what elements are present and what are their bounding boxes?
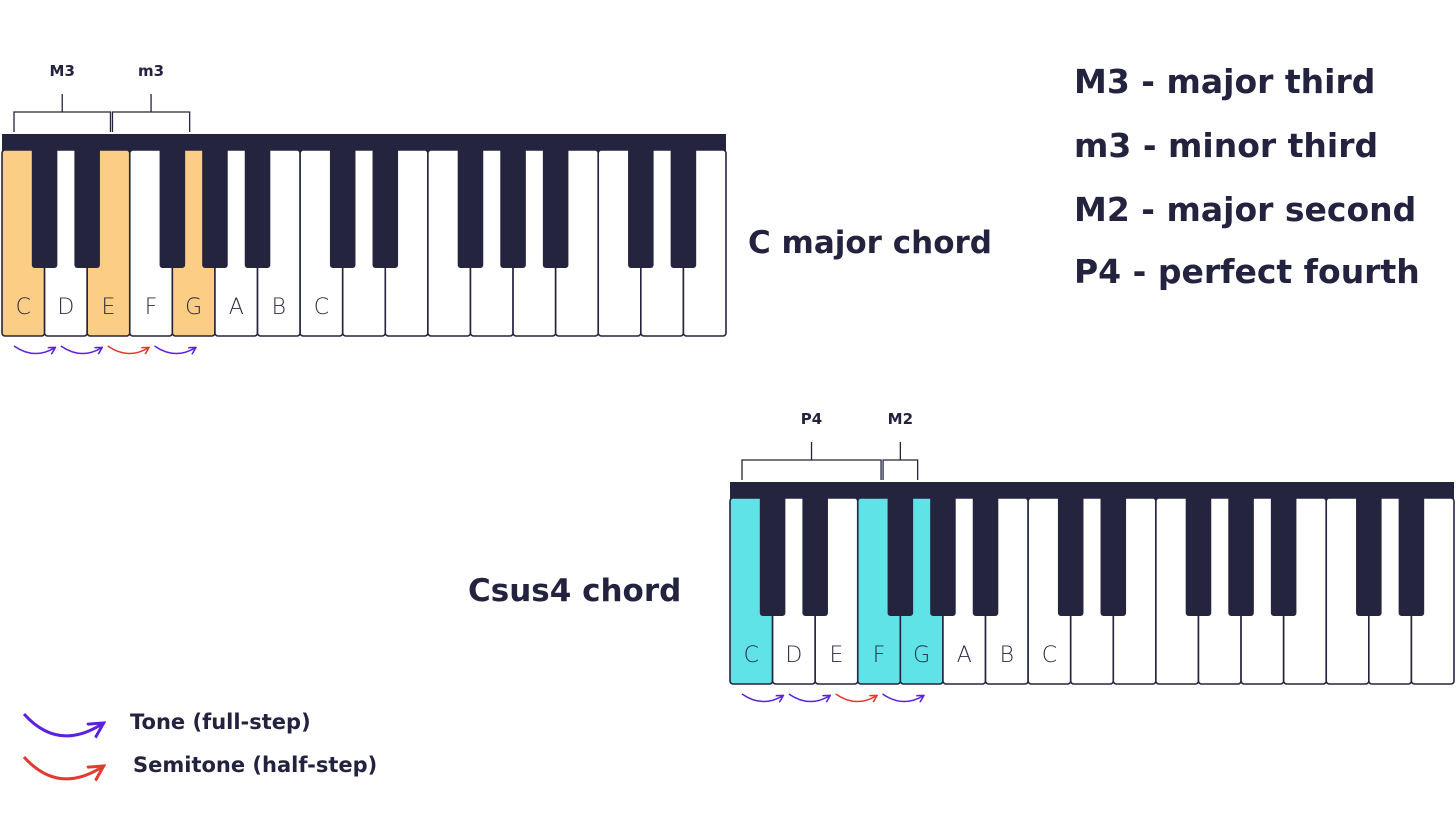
legend-entry-p4-perfect: P4 - perfect fourth xyxy=(1074,252,1420,291)
legend-entry-m3-minor: m3 - minor third xyxy=(1074,126,1378,165)
black-key[interactable] xyxy=(457,148,484,268)
note-label: A xyxy=(957,643,972,668)
black-key[interactable] xyxy=(628,148,654,268)
note-label: A xyxy=(229,295,244,320)
semitone-arrow-icon xyxy=(835,693,876,702)
csus4-chord-title: Csus4 chord xyxy=(468,573,681,609)
black-key[interactable] xyxy=(1270,496,1297,616)
note-label: C xyxy=(314,295,329,320)
black-key[interactable] xyxy=(202,148,228,268)
note-label: F xyxy=(145,295,158,320)
note-label: C xyxy=(1042,643,1057,668)
black-key[interactable] xyxy=(1057,496,1084,616)
purple-curved-arrow-icon xyxy=(22,712,102,736)
black-key[interactable] xyxy=(930,496,956,616)
tone-arrow-icon xyxy=(882,693,923,702)
red-curved-arrow-icon xyxy=(22,755,102,779)
interval-bracket xyxy=(13,94,112,132)
interval-label: P4 xyxy=(801,410,822,428)
note-label: D xyxy=(57,295,74,320)
black-key[interactable] xyxy=(1228,496,1254,616)
keyboard-top-band xyxy=(2,134,726,152)
note-label: G xyxy=(185,295,202,320)
note-label: E xyxy=(102,295,116,320)
note-label: G xyxy=(913,643,930,668)
keyboard-top-band xyxy=(730,482,1454,500)
csus4-keyboard: C D E F G A B C P4 M2 xyxy=(729,410,1455,702)
black-key[interactable] xyxy=(372,148,399,268)
interval-label: m3 xyxy=(138,62,164,80)
semitone-arrow-icon xyxy=(107,345,148,354)
tone-arrow-icon xyxy=(13,345,54,354)
interval-legend: M3 - major third m3 - minor third M2 - m… xyxy=(1074,62,1420,291)
black-key[interactable] xyxy=(244,148,271,268)
semitone-legend-label: Semitone (half-step) xyxy=(133,753,377,777)
note-label: F xyxy=(873,643,886,668)
black-key[interactable] xyxy=(74,148,100,268)
c-major-keyboard: C D E F G A B C M3 m3 xyxy=(1,62,727,354)
black-key[interactable] xyxy=(802,496,828,616)
interval-label: M3 xyxy=(50,62,75,80)
interval-label: M2 xyxy=(888,410,913,428)
legend-entry-m2-major: M2 - major second xyxy=(1074,190,1416,229)
black-key[interactable] xyxy=(1185,496,1212,616)
tone-arrow-icon xyxy=(788,693,829,702)
black-key[interactable] xyxy=(1398,496,1425,616)
interval-bracket xyxy=(882,442,919,480)
step-legend: Tone (full-step) Semitone (half-step) xyxy=(22,710,377,779)
tone-arrow-icon xyxy=(60,345,101,354)
note-label: B xyxy=(1000,643,1014,668)
tone-legend-label: Tone (full-step) xyxy=(130,710,311,734)
black-key[interactable] xyxy=(1100,496,1127,616)
tone-arrow-icon xyxy=(741,693,782,702)
black-key[interactable] xyxy=(329,148,356,268)
black-key[interactable] xyxy=(759,496,786,616)
black-key[interactable] xyxy=(500,148,526,268)
legend-entry-m3-major: M3 - major third xyxy=(1074,62,1375,101)
black-key[interactable] xyxy=(972,496,999,616)
note-label: D xyxy=(785,643,802,668)
black-key[interactable] xyxy=(31,148,58,268)
black-key[interactable] xyxy=(1356,496,1382,616)
interval-bracket xyxy=(111,94,191,132)
note-label: C xyxy=(744,643,759,668)
note-label: E xyxy=(830,643,844,668)
interval-bracket xyxy=(741,442,882,480)
note-label: C xyxy=(16,295,31,320)
black-key[interactable] xyxy=(670,148,697,268)
black-key[interactable] xyxy=(542,148,569,268)
black-key[interactable] xyxy=(887,496,914,616)
note-label: B xyxy=(272,295,286,320)
black-key[interactable] xyxy=(159,148,186,268)
tone-arrow-icon xyxy=(154,345,195,354)
c-major-chord-title: C major chord xyxy=(748,225,992,261)
